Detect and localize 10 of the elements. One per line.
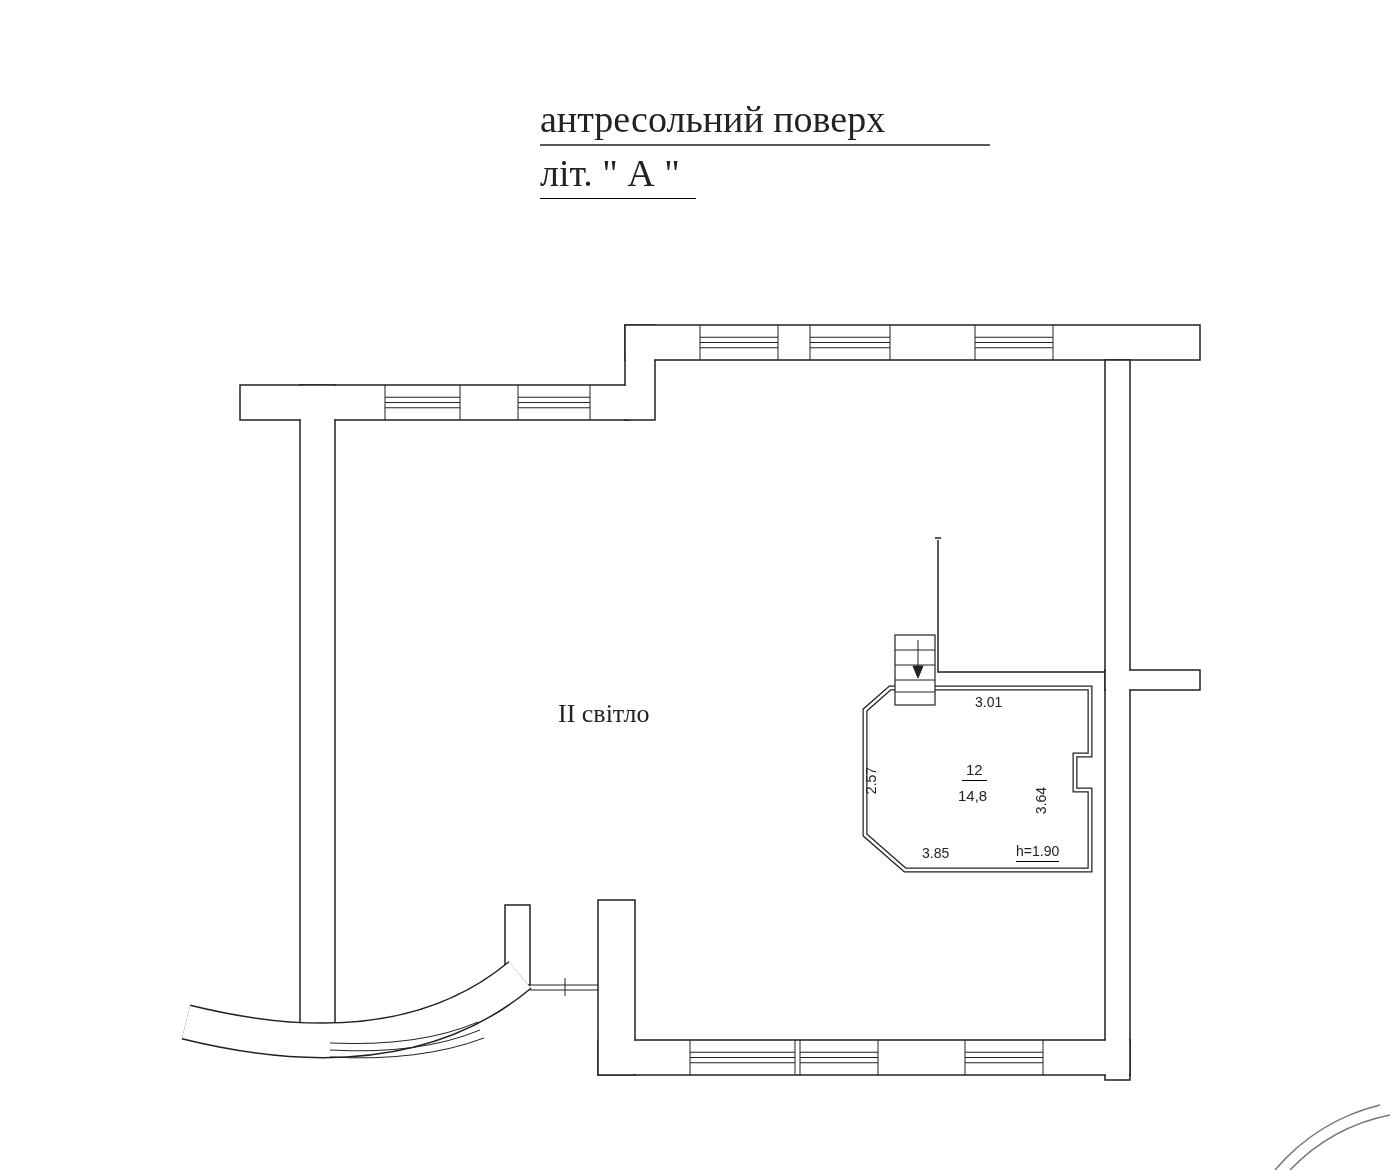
title: антресольний поверх bbox=[540, 97, 886, 142]
room-label: II світло bbox=[558, 698, 650, 730]
room-number: 12 bbox=[962, 761, 987, 781]
ceiling-height-label: h=1.90 bbox=[1016, 843, 1060, 862]
dimension-label: 3.64 bbox=[1032, 786, 1051, 815]
dimension-label: 3.01 bbox=[975, 693, 1003, 712]
dimension-label: 3.85 bbox=[922, 844, 950, 863]
building-letter: літ. " А " bbox=[540, 150, 696, 199]
room-area: 14,8 bbox=[958, 785, 988, 808]
dimension-label: 2.57 bbox=[862, 766, 881, 795]
